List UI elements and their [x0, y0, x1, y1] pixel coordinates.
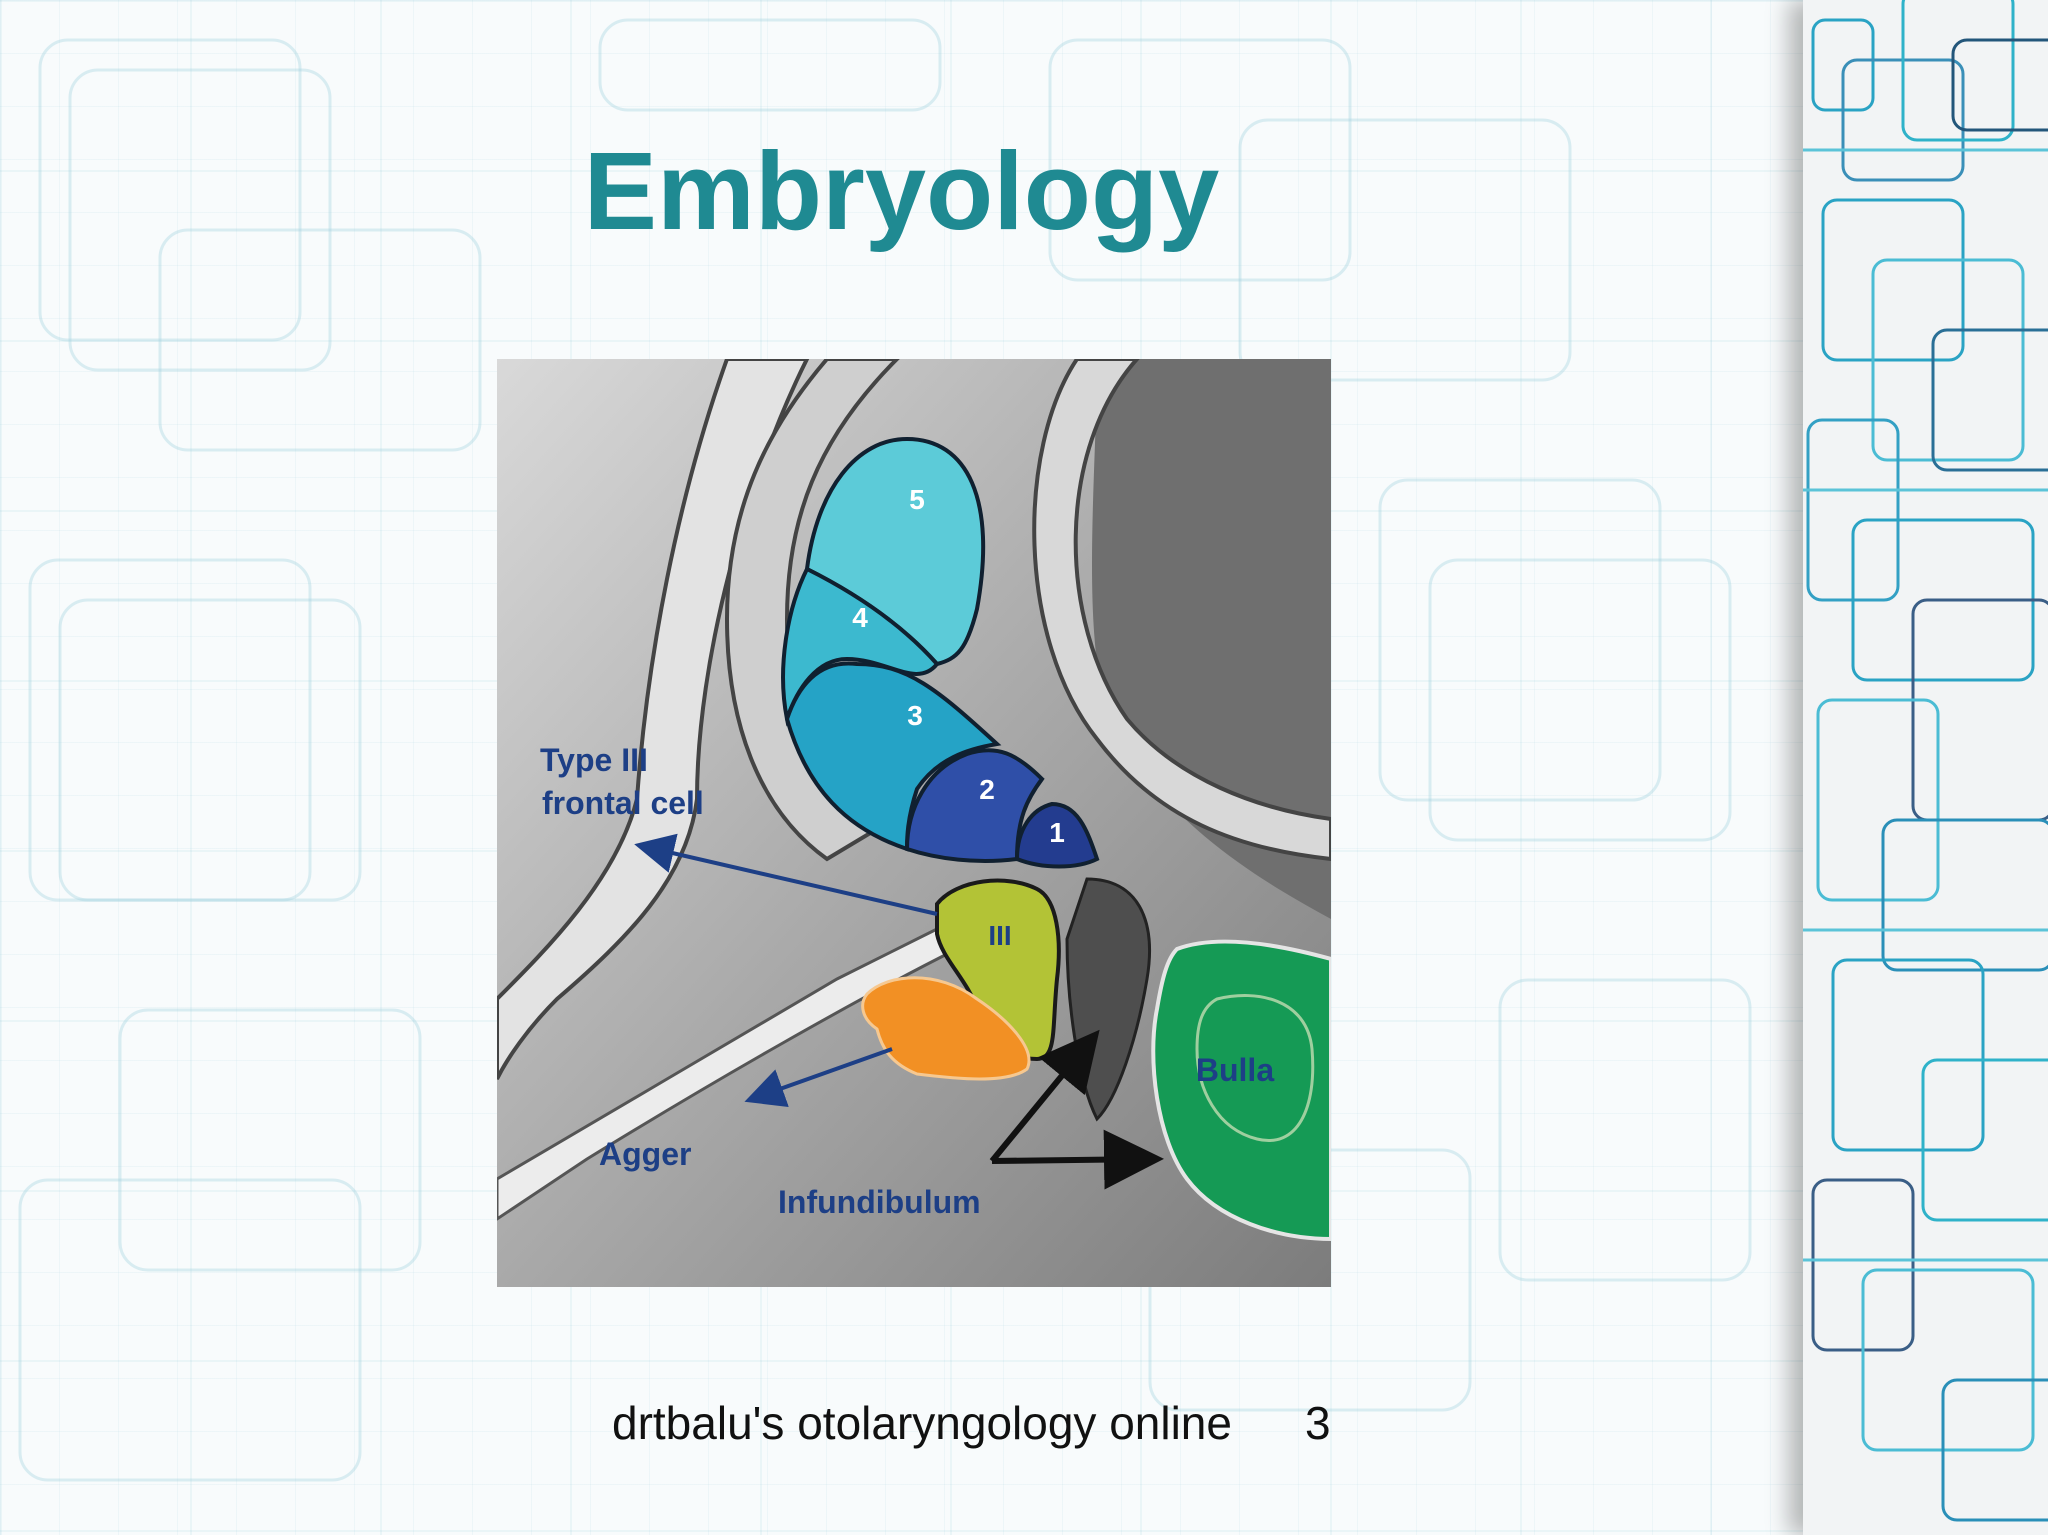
- cell-4-label: 4: [852, 602, 868, 633]
- cell-1: [1014, 801, 1100, 869]
- bulla: [1151, 939, 1331, 1242]
- agger-cell: [861, 976, 1031, 1081]
- embryology-diagram: 5 4 3 2 1 Type III frontal cell III Bull…: [497, 359, 1331, 1287]
- agger-arrow: [744, 1047, 893, 1108]
- right-wall: [1032, 359, 1331, 862]
- infundibulum-arrow-upper: [989, 1029, 1100, 1163]
- bulla-label: Bulla: [1196, 1052, 1274, 1088]
- cell-5-label: 5: [909, 484, 925, 515]
- cell-3: [784, 661, 1002, 852]
- cell-1-label: 1: [1049, 817, 1065, 848]
- bulla-inner-ring: [1195, 994, 1315, 1142]
- agger-label: Agger: [599, 1136, 691, 1172]
- cell-2-label: 2: [979, 774, 995, 805]
- slide-footer: drtbalu's otolaryngology online: [612, 1397, 1232, 1449]
- cell-4: [781, 566, 940, 727]
- type-iii-label-line2: frontal cell: [542, 785, 704, 821]
- page-number: 3: [1305, 1397, 1331, 1449]
- side-decoration-panel: [1803, 0, 2048, 1535]
- infundibulum-label: Infundibulum: [778, 1184, 981, 1220]
- slide-title: Embryology: [583, 130, 1220, 253]
- iii-label: III: [988, 920, 1011, 951]
- bone-wall: [497, 359, 810, 1080]
- cell-3-label: 3: [907, 700, 923, 731]
- circuit-lines-pattern: [1803, 0, 2048, 1522]
- type-iii-label-line1: Type III: [540, 742, 648, 778]
- bone-wall-inner: [724, 359, 900, 862]
- infundibulum-arrow-lower: [991, 1129, 1164, 1190]
- type-iii-arrow: [634, 833, 938, 916]
- cell-2: [904, 748, 1045, 863]
